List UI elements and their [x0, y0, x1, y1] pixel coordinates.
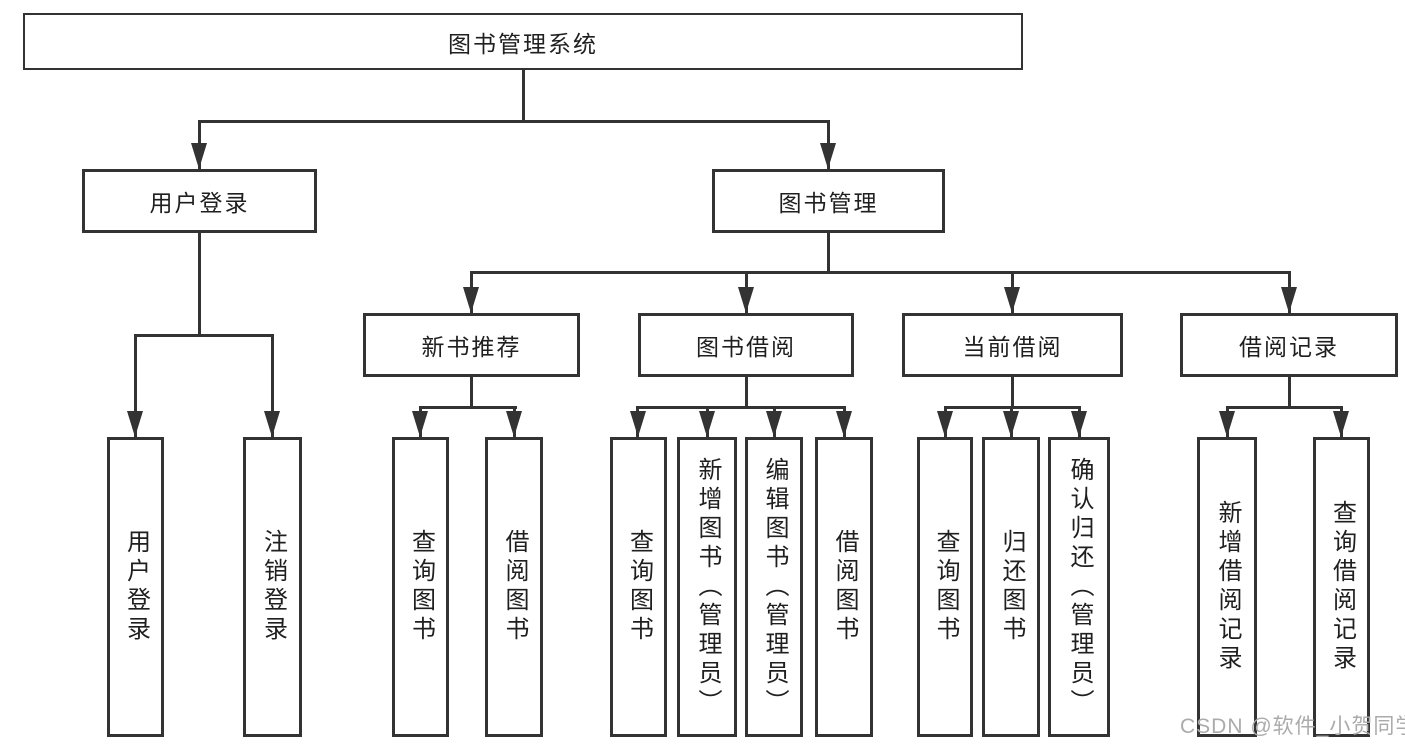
leaf-label: 归还图书 [998, 529, 1025, 645]
node-book-management: 图书管理 [712, 169, 945, 233]
arrow-down-icon [127, 411, 143, 437]
watermark: CSDN @软件_小贺同学 [1180, 715, 1405, 738]
arrow-down-icon [630, 411, 646, 437]
arrow-down-icon [191, 143, 207, 169]
leaf-edit-book-admin: 编辑图书（管理员） [745, 437, 803, 737]
arrow-down-icon [412, 411, 428, 437]
connector-vertical [271, 334, 274, 437]
leaf-confirm-return-admin: 确认归还（管理员） [1048, 437, 1110, 737]
node-book-borrowing: 图书借阅 [638, 313, 854, 377]
leaf-label: 查询图书 [407, 529, 435, 645]
arrow-down-icon [1071, 411, 1087, 437]
arrow-down-icon [1219, 411, 1235, 437]
arrow-down-icon [699, 411, 715, 437]
arrow-down-icon [1333, 411, 1349, 437]
node-new-book-recommendation: 新书推荐 [363, 313, 580, 377]
arrow-down-icon [1004, 287, 1020, 313]
connector-vertical [745, 377, 748, 408]
leaf-label: 借阅图书 [831, 529, 858, 645]
node-borrowing-records: 借阅记录 [1180, 313, 1398, 377]
connector-horizontal [636, 406, 846, 409]
leaf-add-book-admin: 新增图书（管理员） [677, 437, 737, 737]
leaf-label: 编辑图书（管理员） [761, 456, 788, 718]
connector-vertical [198, 233, 201, 335]
leaf-label: 注销登录 [259, 529, 287, 645]
leaf-logout: 注销登录 [243, 437, 302, 737]
leaf-label: 用户登录 [122, 529, 150, 645]
leaf-query-books-recommend: 查询图书 [392, 437, 449, 737]
leaf-label: 新增图书（管理员） [694, 456, 721, 718]
arrow-down-icon [506, 411, 522, 437]
connector-vertical [1288, 377, 1291, 408]
arrow-down-icon [820, 143, 836, 169]
node-root: 图书管理系统 [23, 13, 1023, 70]
leaf-user-login: 用户登录 [107, 437, 164, 737]
leaf-label: 查询借阅记录 [1328, 500, 1356, 674]
connector-horizontal [134, 334, 274, 337]
node-user-login: 用户登录 [82, 169, 317, 233]
connector-horizontal [470, 271, 1291, 274]
leaf-borrow-books-recommend: 借阅图书 [485, 437, 543, 737]
leaf-label: 确认归还（管理员） [1066, 456, 1093, 718]
leaf-query-books-borrow: 查询图书 [610, 437, 667, 737]
leaf-return-book: 归还图书 [982, 437, 1040, 737]
connector-horizontal [198, 120, 830, 123]
connector-vertical [134, 334, 137, 437]
node-current-borrowing: 当前借阅 [902, 313, 1123, 377]
leaf-query-books-current: 查询图书 [917, 437, 973, 737]
connector-vertical [470, 377, 473, 408]
arrow-down-icon [937, 411, 953, 437]
arrow-down-icon [1003, 411, 1019, 437]
arrow-down-icon [264, 411, 280, 437]
arrow-down-icon [463, 287, 479, 313]
connector-vertical [827, 233, 830, 273]
leaf-borrow-books: 借阅图书 [815, 437, 873, 737]
leaf-label: 查询图书 [625, 529, 653, 645]
connector-horizontal [1226, 406, 1343, 409]
connector-vertical [1011, 377, 1014, 408]
arrow-down-icon [766, 411, 782, 437]
connector-horizontal [419, 406, 517, 409]
leaf-add-borrow-record: 新增借阅记录 [1197, 437, 1257, 737]
arrow-down-icon [1281, 287, 1297, 313]
arrow-down-icon [836, 411, 852, 437]
leaf-label: 借阅图书 [501, 529, 528, 645]
leaf-query-borrow-record: 查询借阅记录 [1313, 437, 1370, 737]
connector-vertical [522, 70, 525, 122]
leaf-label: 查询图书 [932, 529, 959, 645]
leaf-label: 新增借阅记录 [1214, 500, 1241, 674]
arrow-down-icon [738, 287, 754, 313]
